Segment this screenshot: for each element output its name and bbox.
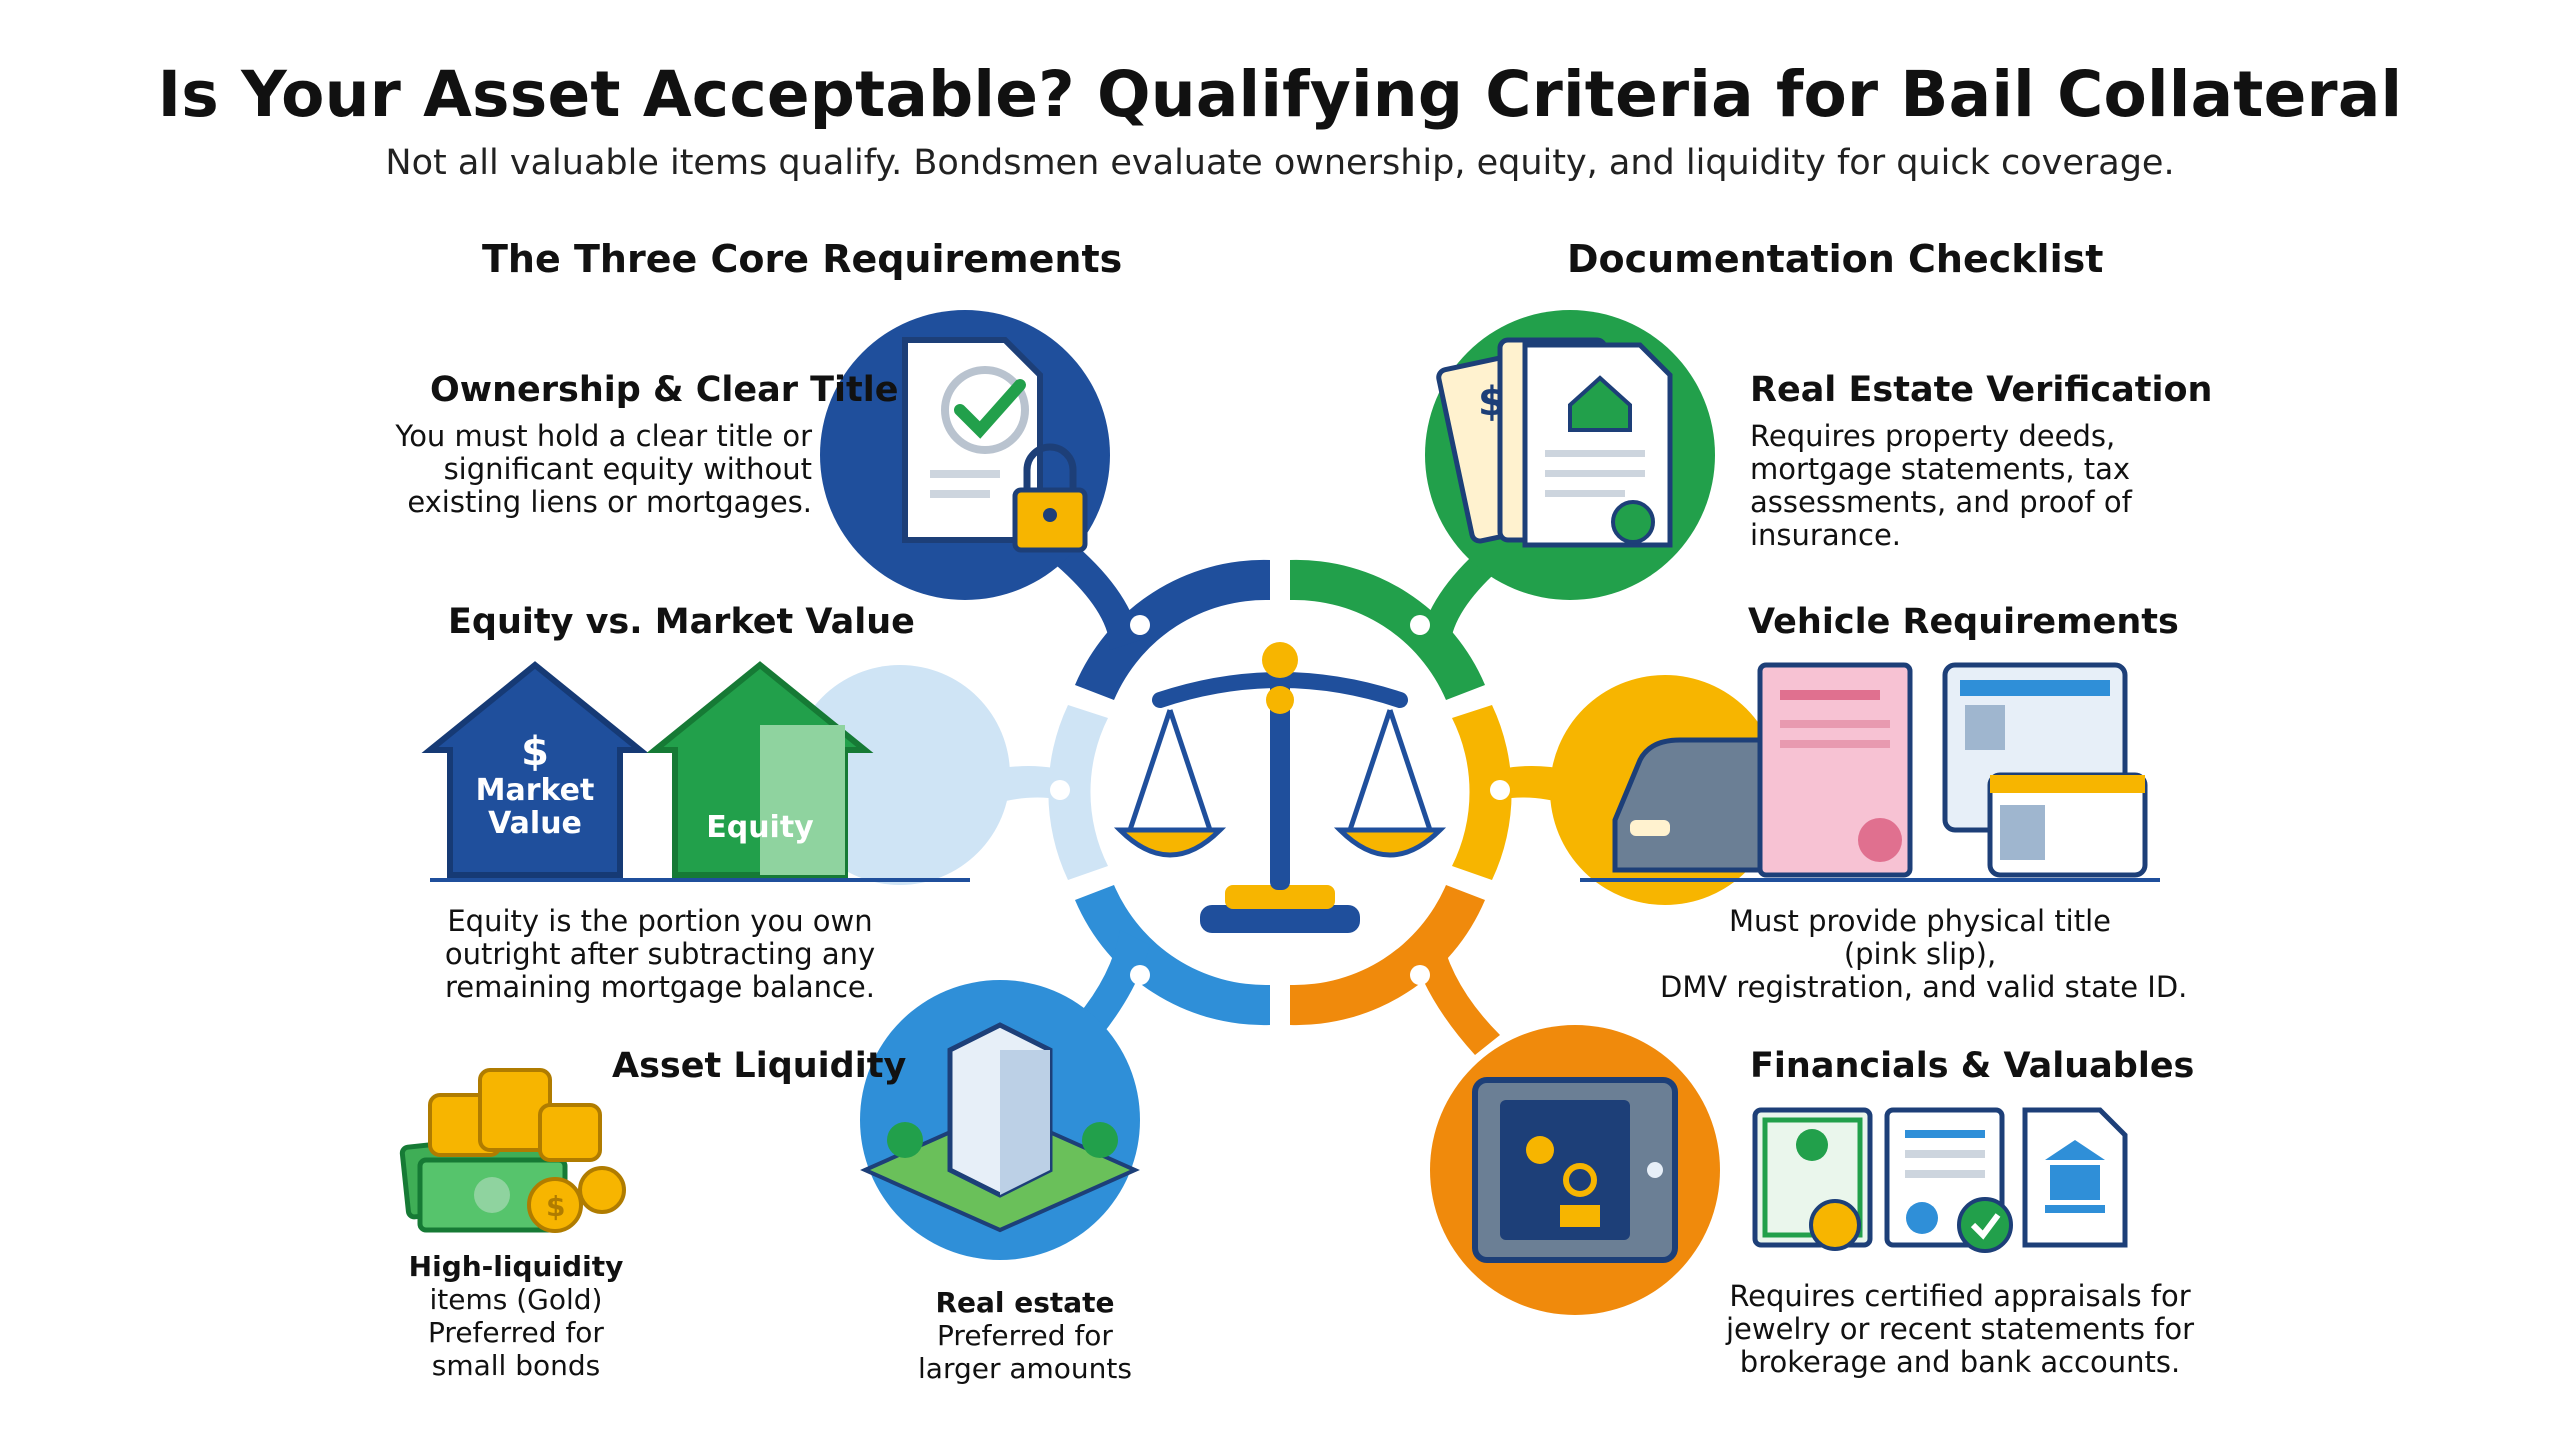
high-liquidity-label: High-liquidity items (Gold) Preferred fo…	[400, 1250, 632, 1382]
equity-line-3: remaining mortgage balance.	[445, 970, 875, 1004]
real-estate-line-3: larger amounts	[918, 1352, 1132, 1385]
coins-cash-icon: $	[399, 1068, 626, 1233]
value-label: Value	[488, 806, 582, 841]
equity-house-label: Equity	[706, 810, 814, 845]
equity-line-2: outright after subtracting any	[444, 937, 876, 971]
real-estate-verification-description: Requires property deeds, mortgage statem…	[1750, 420, 2170, 552]
ownership-title: Ownership & Clear Title	[430, 370, 899, 410]
vehicle-requirements-description: Must provide physical title (pink slip),…	[1660, 904, 2188, 1004]
page-title: Is Your Asset Acceptable? Qualifying Cri…	[157, 58, 2403, 131]
financials-title: Financials & Valuables	[1750, 1046, 2195, 1086]
real-estate-verification-line-3: assessments, and proof of	[1750, 485, 2132, 519]
high-liquidity-line-3: Preferred for	[428, 1316, 604, 1349]
equity-line-1: Equity is the portion you own	[447, 904, 873, 938]
connector-stems	[990, 540, 1570, 1055]
ownership-line-3: existing liens or mortgages.	[407, 485, 812, 519]
real-estate-verification-line-1: Requires property deeds,	[1750, 419, 2116, 453]
safe-valuables-icon	[1430, 1025, 1720, 1315]
vehicle-line-1: Must provide physical title	[1728, 904, 2112, 938]
financials-line-1: Requires certified appraisals for	[1729, 1279, 2191, 1313]
ownership-line-2: significant equity without	[443, 452, 812, 486]
certificates-icon	[1752, 1107, 2128, 1253]
car-documents-icon	[1580, 662, 2160, 882]
svg-text:$: $	[546, 1190, 565, 1223]
high-liquidity-line-1: High-liquidity	[408, 1250, 624, 1283]
document-lock-icon	[820, 310, 1110, 600]
property-documents-icon: $	[1425, 310, 1715, 600]
left-section-title: The Three Core Requirements	[482, 237, 1123, 281]
real-estate-line-1: Real estate	[935, 1286, 1115, 1319]
building-icon	[860, 980, 1140, 1260]
real-estate-verification-title: Real Estate Verification	[1750, 370, 2213, 410]
market-label: Market	[475, 773, 595, 808]
scales-of-justice-icon	[1113, 642, 1447, 933]
right-section-title: Documentation Checklist	[1567, 237, 2104, 281]
real-estate-liquidity-label: Real estate Preferred for larger amounts	[900, 1286, 1150, 1385]
house-icon	[421, 661, 970, 882]
market-value-house-label: $ Market Value	[450, 730, 620, 840]
real-estate-line-2: Preferred for	[937, 1319, 1113, 1352]
real-estate-verification-line-2: mortgage statements, tax	[1750, 452, 2131, 486]
equity-title: Equity vs. Market Value	[448, 602, 915, 642]
high-liquidity-line-2: items (Gold)	[429, 1283, 603, 1316]
high-liquidity-line-4: small bonds	[431, 1349, 601, 1382]
ownership-line-1: You must hold a clear title or	[395, 419, 812, 453]
vehicle-line-2: (pink slip),	[1843, 937, 1997, 971]
financials-description: Requires certified appraisals for jewelr…	[1700, 1280, 2220, 1379]
page-subtitle: Not all valuable items qualify. Bondsmen…	[385, 143, 2175, 183]
vehicle-requirements-title: Vehicle Requirements	[1748, 602, 2179, 642]
equity-description: Equity is the portion you own outright a…	[440, 905, 880, 1004]
vehicle-line-3: DMV registration, and valid state ID.	[1660, 970, 2188, 1004]
financials-line-3: brokerage and bank accounts.	[1739, 1345, 2181, 1379]
liquidity-title: Asset Liquidity	[612, 1046, 907, 1086]
financials-line-2: jewelry or recent statements for	[1725, 1312, 2195, 1346]
ownership-description: You must hold a clear title or significa…	[380, 420, 812, 519]
dollar-symbol: $	[521, 729, 549, 775]
real-estate-verification-line-4: insurance.	[1750, 518, 1902, 552]
